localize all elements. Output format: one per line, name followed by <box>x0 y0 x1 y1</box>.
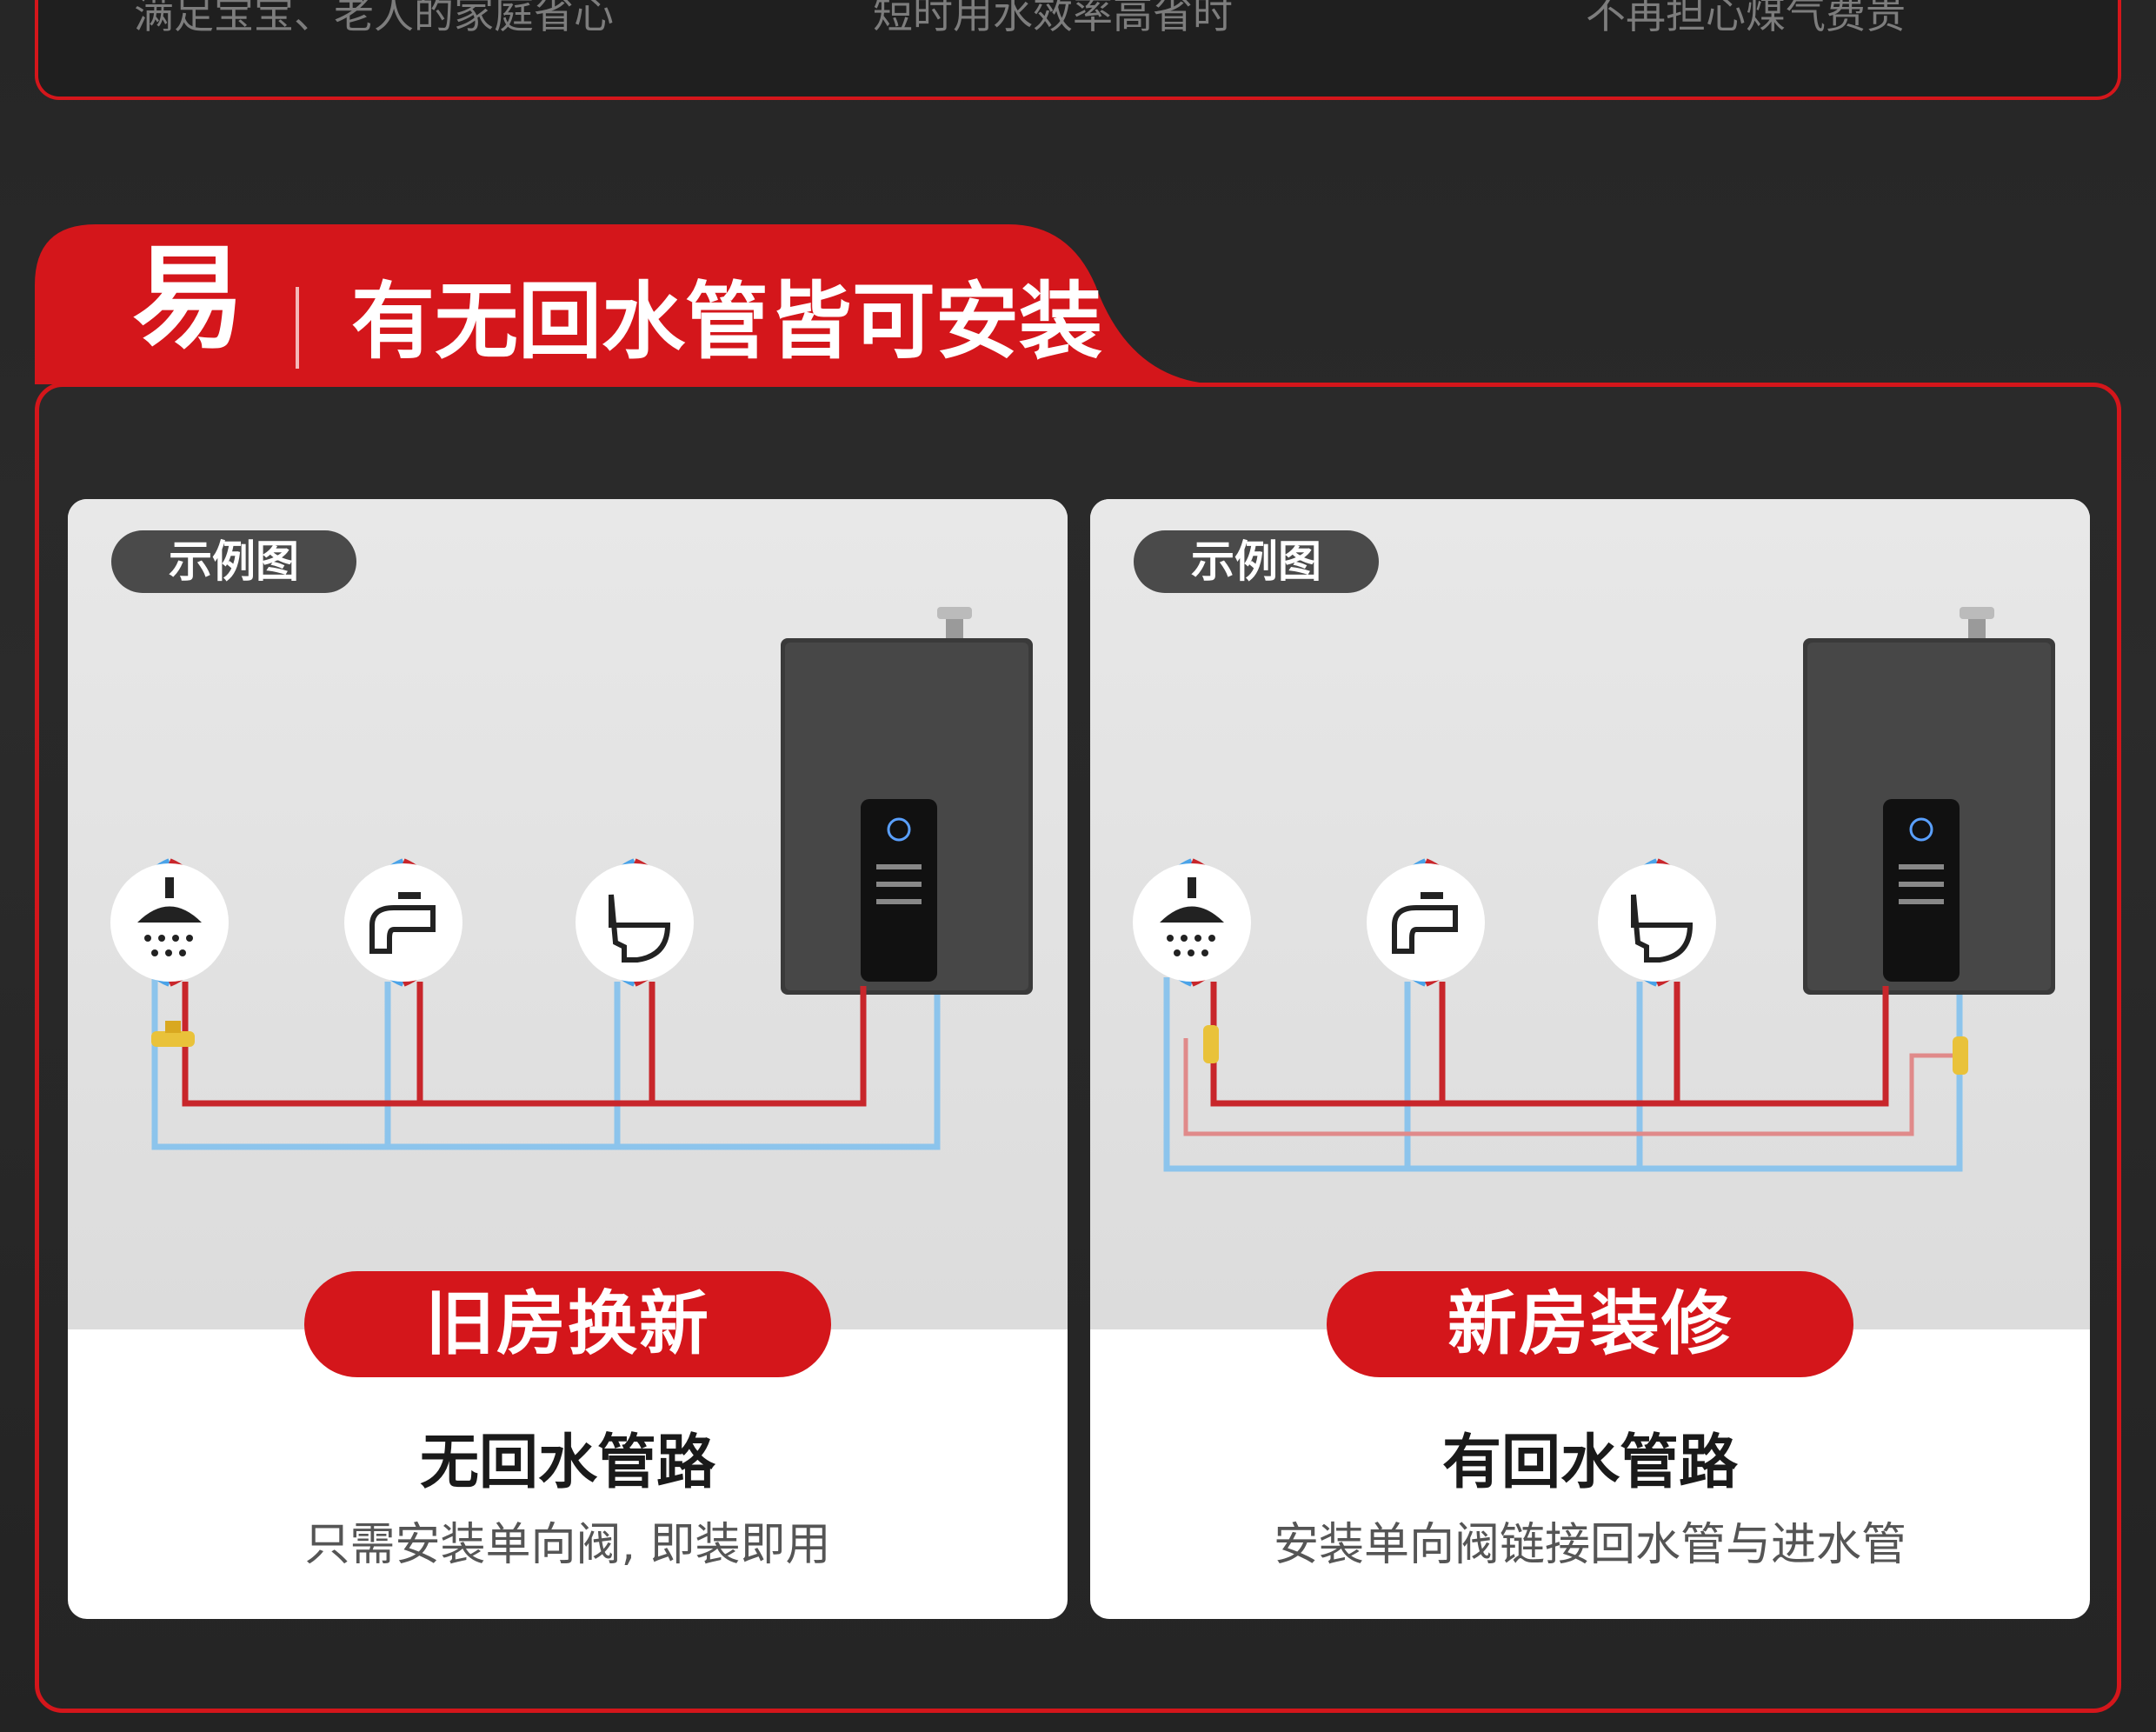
check-valve-icon <box>1203 1025 1968 1075</box>
faucet-icon <box>1367 858 1485 987</box>
water-heater-icon <box>1803 607 2055 995</box>
shower-icon <box>110 858 229 987</box>
top-feature-card: 满足宝宝、老人的家庭省心 短时用水效率高省时 不再担心煤气费贵 <box>35 0 2121 100</box>
top-feature-3: 不再担心煤气费贵 <box>1586 0 1906 37</box>
example-badge: 示例图 <box>111 530 356 593</box>
pipe-diagram-left <box>110 607 1033 1150</box>
example-badge: 示例图 <box>1134 530 1379 593</box>
section-header-tab: 易 有无回水管皆可安装 <box>35 224 1234 390</box>
pipe-diagram-right <box>1133 607 2055 1172</box>
scenario-pill: 新房装修 <box>1327 1271 1853 1377</box>
panel-old-house: 示例图 旧房换新 无回水管路 只需安装单向阀, 即装即用 <box>68 499 1068 1619</box>
shower-icon <box>1133 858 1251 987</box>
scenario-pill: 旧房换新 <box>304 1271 831 1377</box>
header-divider <box>296 287 299 369</box>
water-heater-icon <box>781 607 1033 995</box>
section-title: 有无回水管皆可安装 <box>351 273 1102 370</box>
faucet-icon <box>344 858 462 987</box>
top-feature-2: 短时用水效率高省时 <box>873 0 1233 37</box>
section-keyword: 易 <box>132 232 246 364</box>
toilet-icon <box>576 858 694 987</box>
panel-heading: 有回水管路 <box>1441 1429 1738 1497</box>
check-valve-icon <box>151 1021 195 1047</box>
diagram-no-return-pipe <box>68 499 1068 1329</box>
toilet-icon <box>1598 858 1716 987</box>
header-tab-shape <box>35 224 1234 384</box>
top-feature-1: 满足宝宝、老人的家庭省心 <box>134 0 614 37</box>
diagram-with-return-pipe <box>1090 499 2090 1329</box>
panel-description: 只需安装单向阀, 即装即用 <box>304 1519 831 1571</box>
panel-new-house: 示例图 新房装修 有回水管路 安装单向阀链接回水管与进水管 <box>1090 499 2090 1619</box>
panel-description: 安装单向阀链接回水管与进水管 <box>1273 1519 1906 1571</box>
panel-heading: 无回水管路 <box>419 1429 715 1497</box>
